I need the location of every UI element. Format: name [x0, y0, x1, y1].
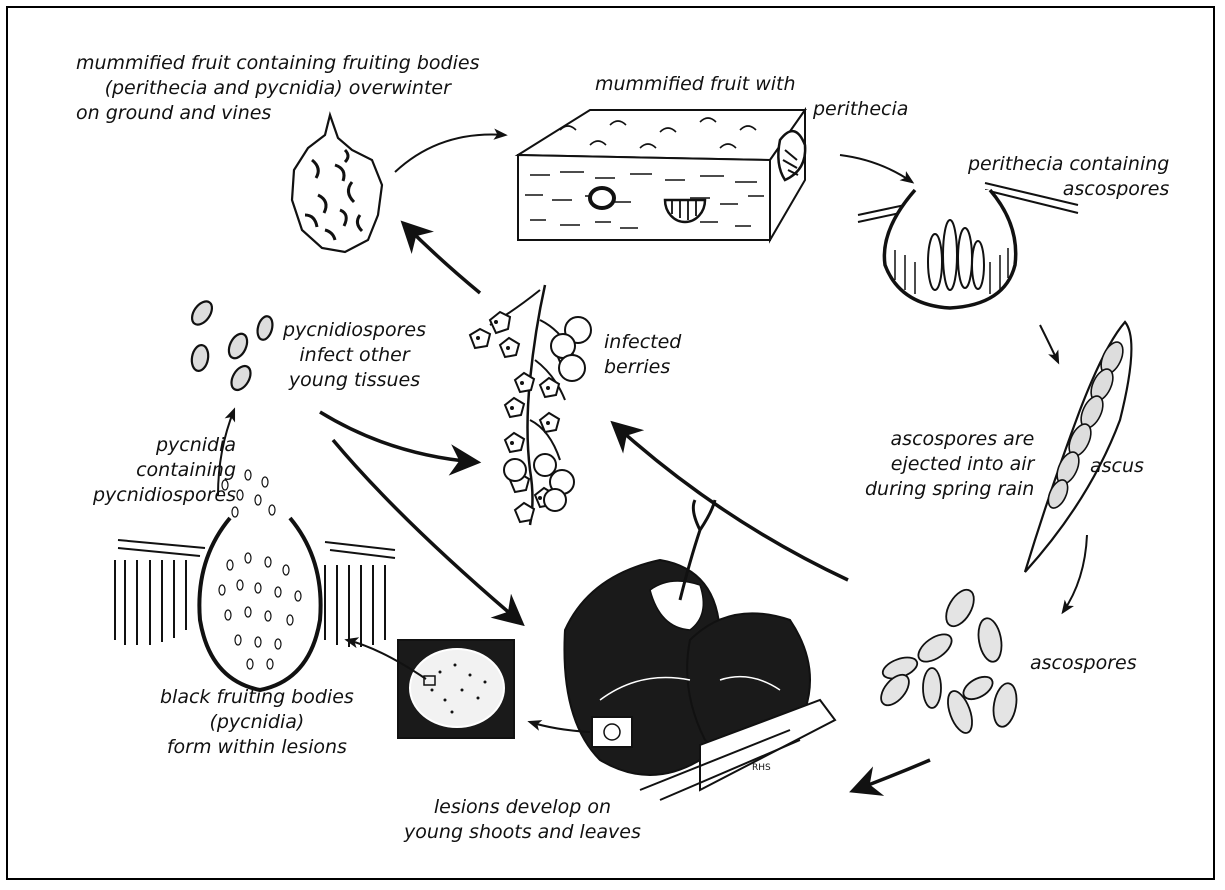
label-mummified-fruit-perithecia: mummified fruit with perithecia — [595, 72, 908, 122]
label-infected-berries: infected berries — [604, 330, 681, 380]
label-ascus: ascus — [1090, 454, 1144, 479]
lesion-leaf-icon: RHS — [564, 500, 835, 800]
signature-text: RHS — [752, 763, 771, 773]
lesion-closeup-icon — [398, 640, 514, 738]
infected-berries-icon — [470, 285, 591, 525]
label-mummified-fruit-overwinter: mummified fruit containing fruiting bodi… — [76, 51, 479, 126]
label-pycnidia-containing: pycnidia containing pycnidiospores — [93, 433, 236, 508]
pycnidiospores-icon — [188, 298, 275, 393]
label-ascospores: ascospores — [1030, 651, 1137, 676]
label-black-fruiting-bodies: black fruiting bodies (pycnidia) form wi… — [160, 685, 354, 760]
label-lesions-develop: lesions develop on young shoots and leav… — [404, 795, 641, 845]
ascus-icon — [1025, 322, 1131, 572]
label-perithecia-ascospores: perithecia containing ascospores — [968, 152, 1169, 202]
mummified-fruit-icon — [292, 115, 382, 252]
ascospores-icon — [876, 585, 1020, 736]
label-ascospores-ejected: ascospores are ejected into air during s… — [865, 427, 1034, 502]
fruit-section-icon — [518, 110, 805, 240]
label-pycnidiospores-infect: pycnidiospores infect other young tissue… — [283, 318, 426, 393]
